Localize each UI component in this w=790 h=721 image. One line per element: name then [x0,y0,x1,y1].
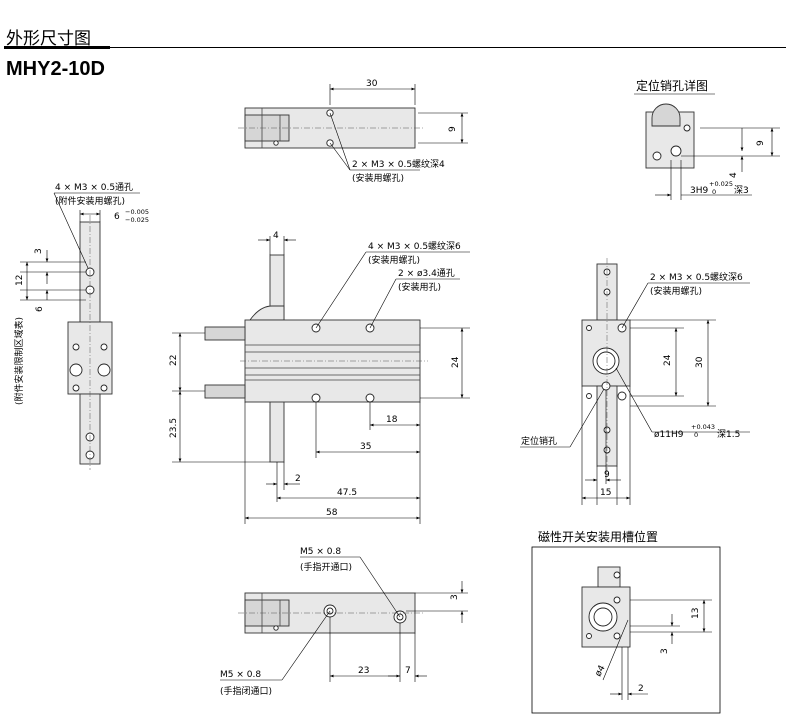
bottom-hole [273,625,279,631]
left-tol-lo: −0.025 [125,216,149,224]
pin-dim-9: 9 [756,140,766,146]
body-hole [69,363,83,377]
pin-spec-tol-up: +0.025 [709,180,733,188]
front-dim-23-5: 23.5 [169,418,179,438]
right-dim-15: 15 [600,488,611,498]
right-view: 2 × M3 × 0.5螺纹深6 (安装用螺孔) 24 30 定位销孔 ø11H… [520,258,750,505]
front-note-a1: 4 × M3 × 0.5螺纹深6 [368,240,461,252]
pin-detail-title: 定位销孔详图 [636,78,708,93]
top-view: 30 9 2 × M3 × 0.5螺纹深4 (安装用螺孔) [238,79,468,184]
pin-detail-bore [651,103,681,127]
body-hole [72,343,80,351]
bottom-dim-7: 7 [405,666,411,676]
front-note-b2: (安装用孔) [398,281,441,293]
model-title: MHY2-10D [6,58,105,80]
right-bore-depth: 深1.5 [717,429,740,440]
front-finger-lower [269,399,285,463]
right-dim-9: 9 [604,470,610,480]
left-view: 6 −0.005 −0.025 4 × M3 × 0.5通孔 (附件安装用螺孔)… [13,182,149,470]
sg-bore-inner [593,607,613,627]
right-bore-inner [596,351,616,371]
port-close-2: (手指闭通口) [220,685,272,697]
switch-groove-title: 磁性开关安装用槽位置 [538,529,658,544]
left-dim-3: 3 [34,248,44,254]
title-underline-thin [110,47,786,48]
section-title: 外形尺寸图 [6,29,91,49]
front-dim-47-5: 47.5 [337,488,357,498]
front-dim-18: 18 [386,415,398,425]
mount-thread [311,393,321,403]
body-hole [97,363,111,377]
right-hole [586,393,592,399]
pin-dim-4: 4 [729,172,739,178]
mount-hole [273,140,279,146]
right-note-1: 2 × M3 × 0.5螺纹深6 [650,271,743,283]
left-note-2: (附件安装用螺孔) [55,195,125,207]
right-dim-30: 30 [695,356,705,368]
front-dim-35: 35 [360,442,371,452]
right-note-2: (安装用螺孔) [650,285,702,297]
right-bore-main: ø11H9 [654,430,684,440]
dim-30: 30 [366,79,378,89]
port-open-2: (手指开通口) [300,561,352,573]
sg-dim-3: 3 [660,648,670,654]
right-pin-label: 定位销孔 [521,435,557,447]
bottom-dim-3: 3 [450,594,460,600]
top-note-1: 2 × M3 × 0.5螺纹深4 [352,158,445,170]
body-hole [100,343,108,351]
front-fitting-upper [204,326,246,341]
front-dim-22: 22 [169,355,179,366]
top-note-2: (安装用螺孔) [352,172,404,184]
front-note-a2: (安装用螺孔) [368,254,420,266]
front-dim-24: 24 [451,356,461,368]
port-close-1: M5 × 0.8 [220,670,261,680]
sg-dim-4: ø4 [594,663,608,678]
right-mount-thread [617,391,627,401]
switch-groove-frame [531,546,721,714]
body-hole [72,384,80,392]
mount-thread [365,393,375,403]
left-tol-up: −0.005 [125,208,149,216]
right-hole [586,325,592,331]
front-view: 4 4 × M3 × 0.5螺纹深6 (安装用螺孔) 2 × ø3.4通孔 (安… [169,231,470,524]
right-bore-tol-lo: 0 [694,431,698,439]
pin-hole [683,124,691,132]
sg-dim-13: 13 [691,608,701,619]
left-side-note: (附件安装限制区域表) [13,317,25,405]
sg-hole [613,571,621,579]
right-dim-24: 24 [663,354,673,366]
pin-spec-tol-lo: 0 [712,188,716,196]
dim-9: 9 [448,126,458,132]
right-bore-tol-up: +0.043 [691,423,715,431]
left-dim-6b: 6 [35,306,45,312]
left-dim-6: 6 [114,212,120,222]
sg-hole [613,632,621,640]
sg-hole [613,596,621,604]
right-pin-hole [601,381,611,391]
header: 外形尺寸图 MHY2-10D [0,0,790,90]
title-underline-thick [4,46,110,49]
sg-dim-2: 2 [638,684,644,694]
pin-spec-depth: 深3 [734,185,749,196]
bottom-dim-23: 23 [358,666,369,676]
bottom-view: M5 × 0.8 (手指开通口) M5 × 0.8 (手指闭通口) 3 23 7 [220,547,468,697]
port-open-1: M5 × 0.8 [300,547,341,557]
front-dim-4: 4 [273,231,279,241]
locating-pin-hole [670,145,682,157]
sg-hole [586,633,592,639]
front-dim-58: 58 [326,508,338,518]
front-dim-2: 2 [295,474,301,484]
pin-hole [652,151,662,161]
body-hole [100,384,108,392]
front-fitting-lower [204,384,246,399]
pin-spec-main: 3H9 [690,186,708,196]
front-guide [249,305,285,321]
pin-detail: 定位销孔详图 9 4 3H9 +0.025 0 深3 [634,78,780,200]
left-note-1: 4 × M3 × 0.5通孔 [55,182,133,193]
front-note-b1: 2 × ø3.4通孔 [398,268,455,279]
left-dim-12: 12 [15,275,25,286]
switch-groove: 磁性开关安装用槽位置 13 3 ø4 2 [531,529,721,714]
